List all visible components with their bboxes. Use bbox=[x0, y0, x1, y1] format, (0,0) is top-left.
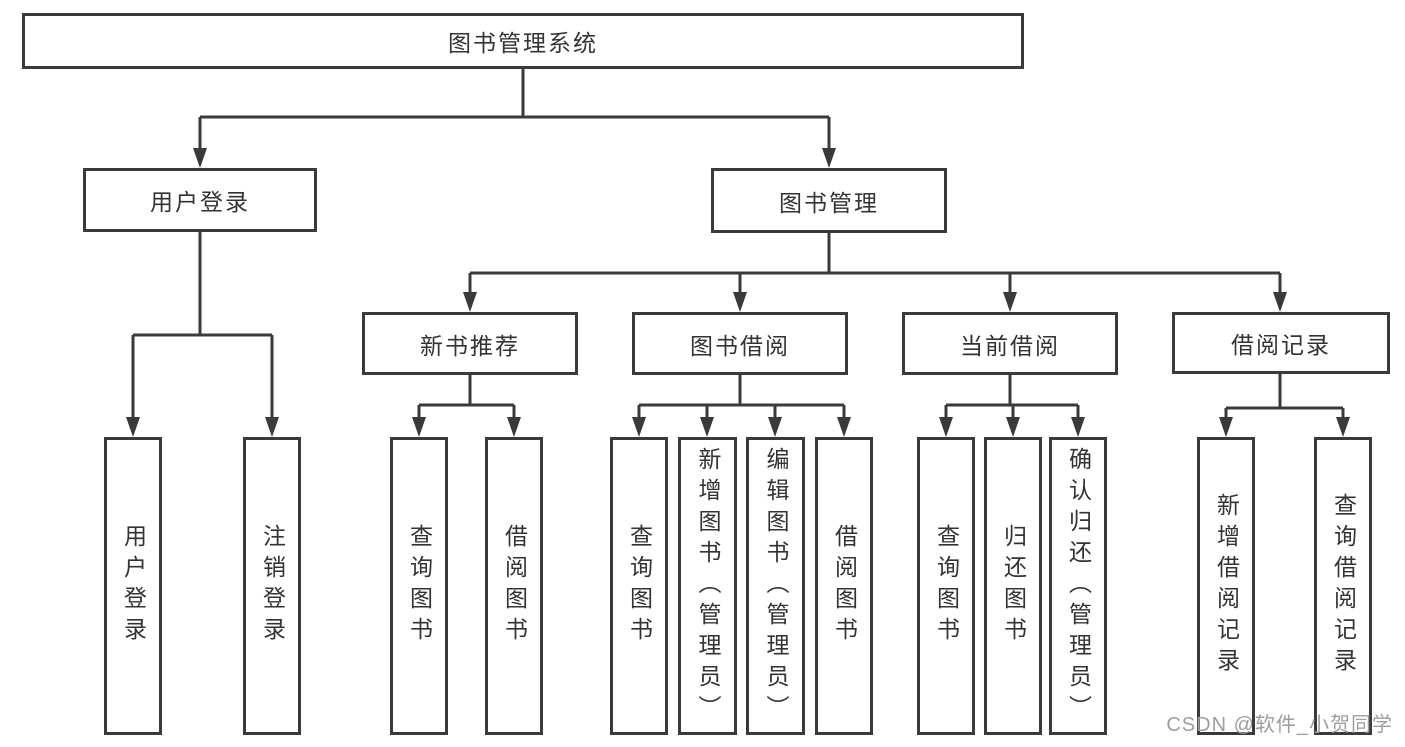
node-new-book-recommend: 新书推荐 bbox=[362, 312, 578, 375]
node-new-book-recommend-label: 新书推荐 bbox=[420, 332, 520, 359]
connector-root-to-level2 bbox=[198, 69, 831, 150]
node-book-borrowing-label: 图书借阅 bbox=[690, 332, 790, 359]
node-user-login-label: 用户登录 bbox=[150, 189, 250, 215]
leaf-query-books-borrowing-label: 查询图书 bbox=[626, 524, 653, 648]
node-user-login: 用户登录 bbox=[83, 168, 317, 232]
leaf-logout-label: 注销登录 bbox=[259, 524, 286, 648]
node-book-management-label: 图书管理 bbox=[779, 189, 879, 216]
node-book-management: 图书管理 bbox=[711, 168, 947, 233]
leaf-query-books-recommend-label: 查询图书 bbox=[406, 524, 433, 648]
leaf-query-books-current-label: 查询图书 bbox=[933, 524, 960, 648]
leaf-edit-book-admin-label: 编辑图书（管理员） bbox=[763, 446, 789, 726]
connector-user-login-children bbox=[131, 232, 274, 419]
connector-book-borrow-children bbox=[637, 375, 846, 419]
node-library-management-system: 图书管理系统 bbox=[22, 13, 1024, 69]
leaf-add-borrow-record-label: 新增借阅记录 bbox=[1213, 493, 1240, 679]
leaf-query-borrow-record-label: 查询借阅记录 bbox=[1330, 493, 1357, 679]
leaf-user-login-label: 用户登录 bbox=[120, 524, 147, 648]
leaf-edit-book-admin: 编辑图书（管理员） bbox=[746, 437, 805, 735]
connector-new-rec-children bbox=[417, 375, 516, 419]
node-library-management-system-label: 图书管理系统 bbox=[448, 30, 598, 56]
node-borrowing-records-label: 借阅记录 bbox=[1231, 332, 1331, 358]
connector-book-mgmt-children bbox=[468, 233, 1282, 294]
node-book-borrowing: 图书借阅 bbox=[632, 312, 848, 375]
leaf-add-borrow-record: 新增借阅记录 bbox=[1197, 437, 1255, 735]
node-current-borrowing-label: 当前借阅 bbox=[960, 332, 1060, 359]
node-current-borrowing: 当前借阅 bbox=[902, 312, 1118, 375]
leaf-query-books-current: 查询图书 bbox=[917, 437, 975, 735]
leaf-borrow-books-borrowing: 借阅图书 bbox=[815, 437, 873, 735]
watermark: CSDN @软件_小贺同学 bbox=[1166, 714, 1393, 736]
leaf-return-books-label: 归还图书 bbox=[1000, 524, 1027, 648]
leaf-confirm-return-admin-label: 确认归还（管理员） bbox=[1065, 446, 1092, 726]
leaf-user-login: 用户登录 bbox=[104, 437, 162, 735]
leaf-confirm-return-admin: 确认归还（管理员） bbox=[1049, 437, 1107, 735]
leaf-query-borrow-record: 查询借阅记录 bbox=[1314, 437, 1372, 735]
node-borrowing-records: 借阅记录 bbox=[1172, 312, 1390, 374]
leaf-query-books-recommend: 查询图书 bbox=[390, 437, 448, 735]
leaf-query-books-borrowing: 查询图书 bbox=[610, 437, 668, 735]
leaf-logout: 注销登录 bbox=[243, 437, 301, 735]
leaf-add-book-admin-label: 新增图书（管理员） bbox=[695, 446, 721, 726]
leaf-borrow-books-recommend: 借阅图书 bbox=[485, 437, 543, 735]
connector-current-borrow-children bbox=[944, 375, 1080, 419]
leaf-borrow-books-recommend-label: 借阅图书 bbox=[501, 524, 528, 648]
leaf-add-book-admin: 新增图书（管理员） bbox=[678, 437, 737, 735]
arrowheads bbox=[126, 148, 1350, 437]
connector-borrow-record-children bbox=[1224, 374, 1345, 419]
leaf-return-books: 归还图书 bbox=[984, 437, 1042, 735]
leaf-borrow-books-borrowing-label: 借阅图书 bbox=[831, 524, 858, 648]
